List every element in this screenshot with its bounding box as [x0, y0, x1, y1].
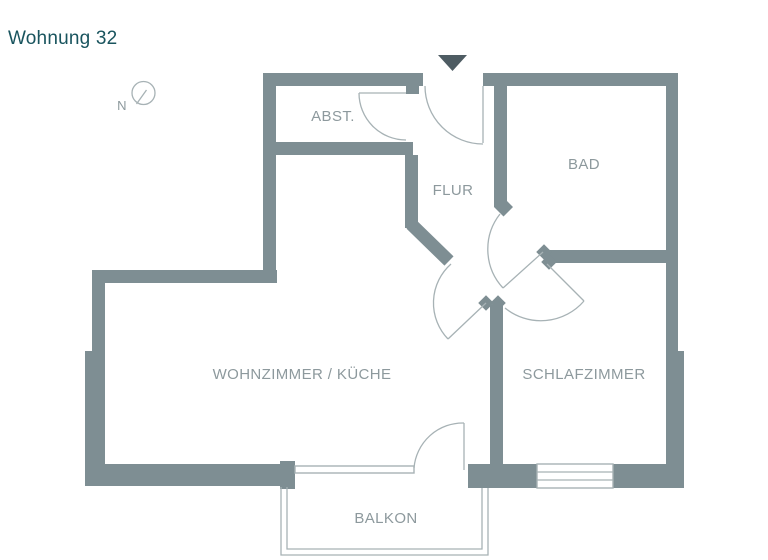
- wall-south-east: [613, 464, 684, 488]
- page-title: Wohnung 32: [8, 28, 118, 49]
- north-compass-icon: N: [117, 80, 156, 113]
- room-label-balkon: BALKON: [354, 510, 417, 527]
- schlafzimmer-door-arc: [504, 300, 585, 322]
- wall-balcony-pillar-right: [468, 464, 537, 488]
- wall-bad-bottom: [549, 250, 666, 263]
- balcony-door-arc: [413, 422, 465, 469]
- wohnzimmer-window: [294, 465, 415, 474]
- wall-west-lower: [85, 351, 105, 464]
- room-label-wohnzimmer: WOHNZIMMER / KÜCHE: [213, 365, 392, 383]
- wall-flur-west: [405, 155, 418, 228]
- wall-west-upper: [263, 86, 276, 283]
- room-label-abst: ABST.: [311, 108, 355, 125]
- schlafzimmer-door-leaf: [546, 263, 585, 302]
- entrance-door-arc: [424, 85, 484, 145]
- wall-south-west: [85, 464, 295, 486]
- wall-east-lower: [666, 351, 684, 488]
- wohnzimmer-door-leaf: [447, 302, 487, 340]
- wall-top-right: [483, 73, 678, 86]
- wall-top-left: [263, 73, 423, 86]
- wall-abst-stub: [406, 86, 419, 94]
- balcony-inner-line: [286, 487, 483, 550]
- bad-door-arc: [487, 213, 504, 289]
- wohnzimmer-door-arc: [432, 263, 452, 340]
- wall-divider: [490, 305, 503, 464]
- schlafzimmer-window: [536, 463, 614, 489]
- wall-bad-west: [494, 86, 513, 217]
- wall-west-mid: [92, 283, 105, 351]
- room-label-bad: BAD: [568, 156, 600, 173]
- bad-door-leaf: [502, 251, 544, 289]
- doors: [358, 85, 585, 470]
- wall-balcony-pillar-left: [280, 461, 295, 489]
- entrance-triangle-icon: [438, 55, 467, 71]
- wall-east-upper: [666, 73, 678, 351]
- wall-abst-bottom: [263, 142, 413, 155]
- room-labels: ABST. FLUR BAD WOHNZIMMER / KÜCHE SCHLAF…: [213, 108, 646, 527]
- abst-door-arc: [358, 92, 407, 141]
- compass-north-label: N: [117, 98, 127, 113]
- compass-circle: [131, 80, 156, 106]
- room-label-schlafzimmer: SCHLAFZIMMER: [522, 366, 645, 383]
- windows: [294, 463, 614, 489]
- wall-flur-diagonal: [406, 219, 454, 266]
- room-label-flur: FLUR: [433, 182, 474, 199]
- wall-wohn-north: [92, 270, 277, 283]
- compass-needle: [135, 89, 148, 105]
- balcony-outline: [280, 487, 489, 556]
- balcony-outer-line: [280, 487, 489, 556]
